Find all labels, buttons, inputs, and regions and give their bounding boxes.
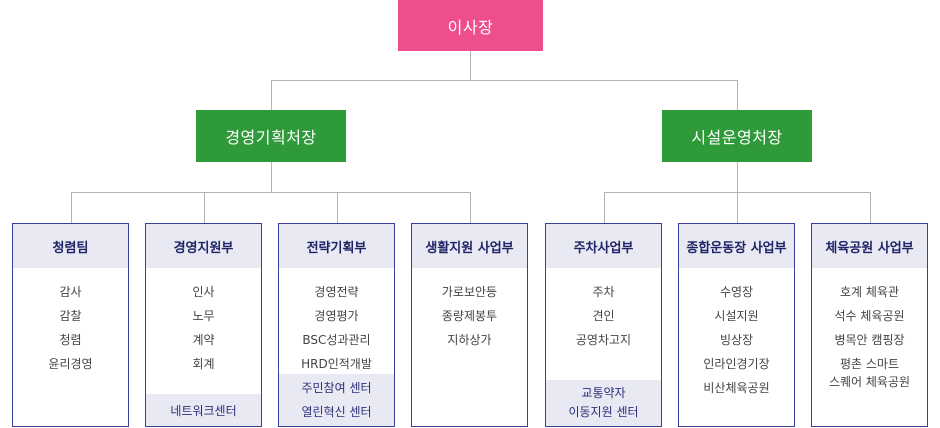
dept-center-label: 주민참여 센터 — [301, 381, 372, 395]
dept-center-footer: 네트워크센터 — [146, 394, 261, 426]
dept-sports-park: 체육공원 사업부 호계 체육관 석수 체육공원 병목안 캠핑장 평촌 스마트 스… — [811, 223, 928, 427]
dept-parking: 주차사업부 주차 견인 공영차고지 교통약자 이동지원 센터 — [545, 223, 662, 427]
dept-duty-list: 가로보안등 종량제봉투 지하상가 — [412, 268, 527, 352]
dept-duty-list: 경영전략 경영평가 BSC성과관리 HRD인적개발 — [279, 268, 394, 376]
dept-duty: 윤리경영 — [48, 357, 93, 371]
dept-strategy-planning: 전략기획부 경영전략 경영평가 BSC성과관리 HRD인적개발 주민참여 센터 … — [278, 223, 395, 427]
dept-duty: 지하상가 — [447, 333, 492, 347]
dept-center-label: 열린혁신 센터 — [301, 405, 372, 419]
dept-center-label: 네트워크센터 — [170, 403, 237, 418]
dept-title: 경영지원부 — [146, 224, 261, 268]
dept-duty: 병목안 캠핑장 — [834, 333, 905, 347]
dept-duty: 견인 — [592, 309, 615, 323]
dept-center-footer: 주민참여 센터 열린혁신 센터 — [279, 374, 394, 426]
dept-duty: BSC성과관리 — [302, 333, 371, 347]
dept-center-label: 교통약자 — [581, 386, 626, 400]
dept-duty: 종량제봉투 — [441, 309, 498, 323]
dept-sports-complex: 종합운동장 사업부 수영장 시설지원 빙상장 인라인경기장 비산체육공원 — [678, 223, 795, 427]
dept-duty: 청렴 — [59, 333, 82, 347]
dept-duty: 빙상장 — [719, 333, 754, 347]
dept-duty: 노무 — [192, 309, 215, 323]
dept-duty: 석수 체육공원 — [834, 309, 905, 323]
dept-integrity-team: 청렴팀 감사 감찰 청렴 윤리경영 — [12, 223, 129, 427]
dept-center-footer: 교통약자 이동지원 센터 — [546, 380, 661, 426]
facility-operation-director-box: 시설운영처장 — [662, 110, 812, 162]
dept-duty-list: 주차 견인 공영차고지 — [546, 268, 661, 352]
dept-duty: 가로보안등 — [441, 285, 498, 299]
dept-duty: 계약 — [192, 333, 215, 347]
management-planning-director-box: 경영기획처장 — [196, 110, 346, 162]
dept-duty: 수영장 — [719, 285, 754, 299]
dept-duty: 감찰 — [59, 309, 82, 323]
dept-title: 생활지원 사업부 — [412, 224, 527, 268]
dept-duty: HRD인적개발 — [301, 357, 372, 371]
dept-duty-list: 수영장 시설지원 빙상장 인라인경기장 비산체육공원 — [679, 268, 794, 400]
chairman-box: 이사장 — [398, 0, 543, 51]
dept-center-label: 이동지원 센터 — [568, 405, 639, 419]
dept-duty: 감사 — [59, 285, 82, 299]
dept-duty: 비산체육공원 — [703, 381, 770, 395]
dept-duty: 주차 — [592, 285, 615, 299]
dept-duty-list: 인사 노무 계약 회계 — [146, 268, 261, 376]
dept-title: 청렴팀 — [13, 224, 128, 268]
dept-duty-list: 호계 체육관 석수 체육공원 병목안 캠핑장 평촌 스마트 스퀘어 체육공원 — [812, 268, 927, 391]
dept-title: 주차사업부 — [546, 224, 661, 268]
dept-duty: 평촌 스마트 스퀘어 체육공원 — [828, 357, 911, 389]
dept-duty: 인사 — [192, 285, 215, 299]
dept-duty: 회계 — [192, 357, 215, 371]
dept-duty: 공영차고지 — [575, 333, 632, 347]
dept-title: 종합운동장 사업부 — [679, 224, 794, 268]
dept-duty-list: 감사 감찰 청렴 윤리경영 — [13, 268, 128, 376]
dept-living-support: 생활지원 사업부 가로보안등 종량제봉투 지하상가 — [411, 223, 528, 427]
dept-duty: 경영전략 — [314, 285, 359, 299]
dept-duty: 인라인경기장 — [703, 357, 770, 371]
dept-management-support: 경영지원부 인사 노무 계약 회계 네트워크센터 — [145, 223, 262, 427]
dept-duty: 호계 체육관 — [839, 285, 899, 299]
dept-duty: 시설지원 — [714, 309, 759, 323]
dept-title: 체육공원 사업부 — [812, 224, 927, 268]
dept-duty: 경영평가 — [314, 309, 359, 323]
dept-title: 전략기획부 — [279, 224, 394, 268]
